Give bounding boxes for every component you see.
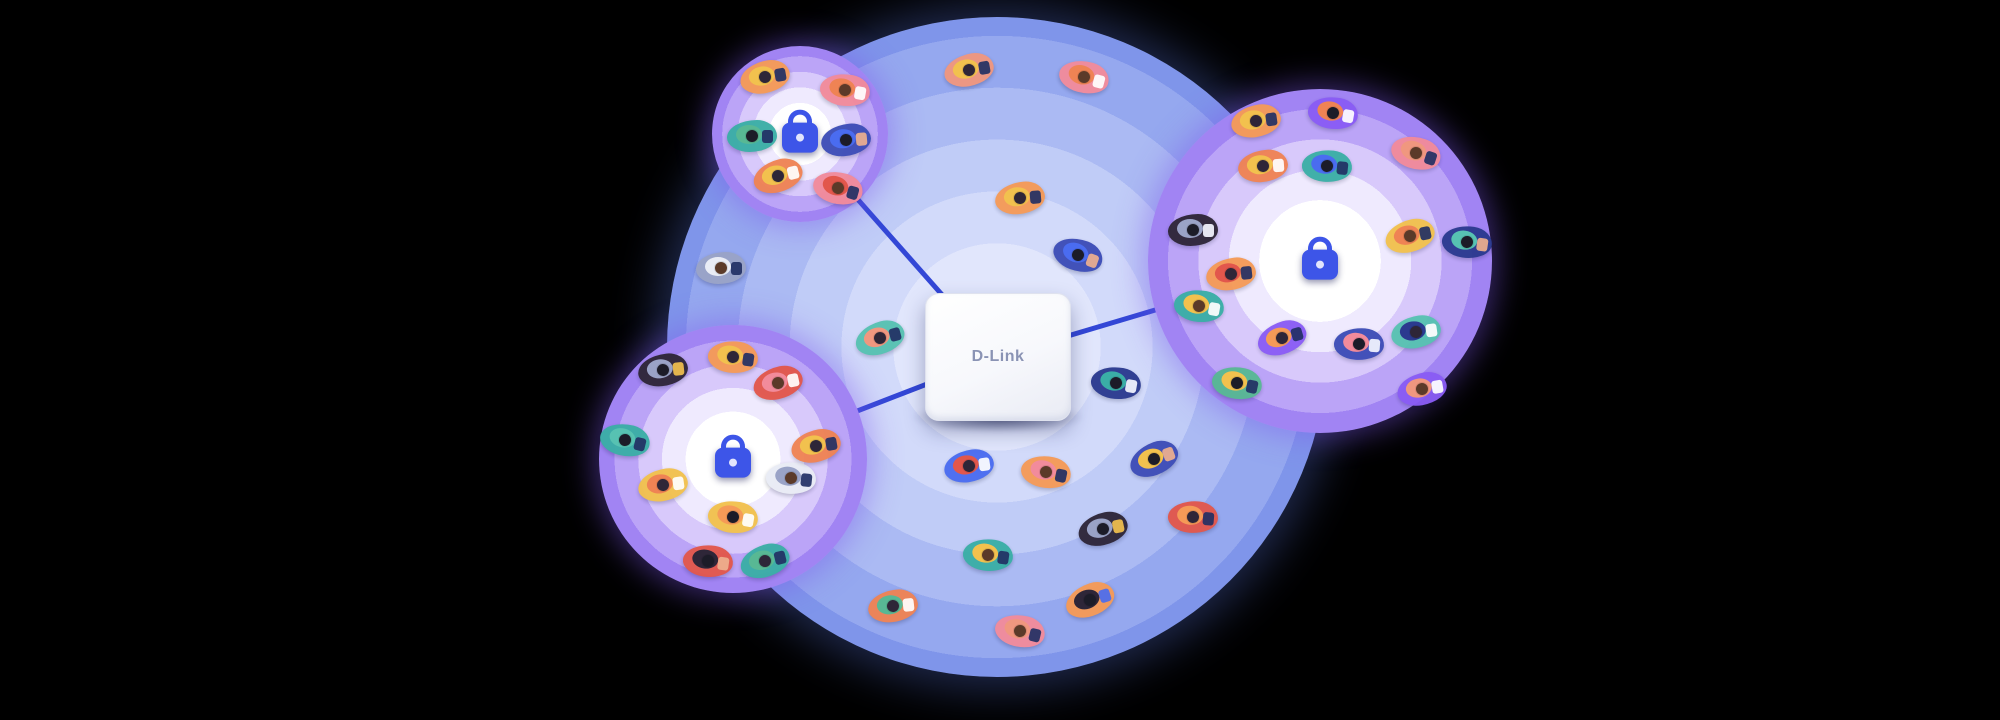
device-logo-text: D-Link bbox=[971, 348, 1025, 365]
hub-device-icon bbox=[782, 109, 818, 153]
device-face: D-Link bbox=[925, 293, 1071, 421]
satellite-coverage-bottom-left bbox=[599, 325, 867, 593]
hub-device-icon bbox=[1302, 236, 1338, 280]
hub-device-icon bbox=[715, 434, 751, 478]
satellite-coverage-right bbox=[1148, 89, 1492, 433]
satellite-coverage-top-left bbox=[712, 46, 888, 222]
access-point-device: D-Link bbox=[911, 293, 1085, 433]
